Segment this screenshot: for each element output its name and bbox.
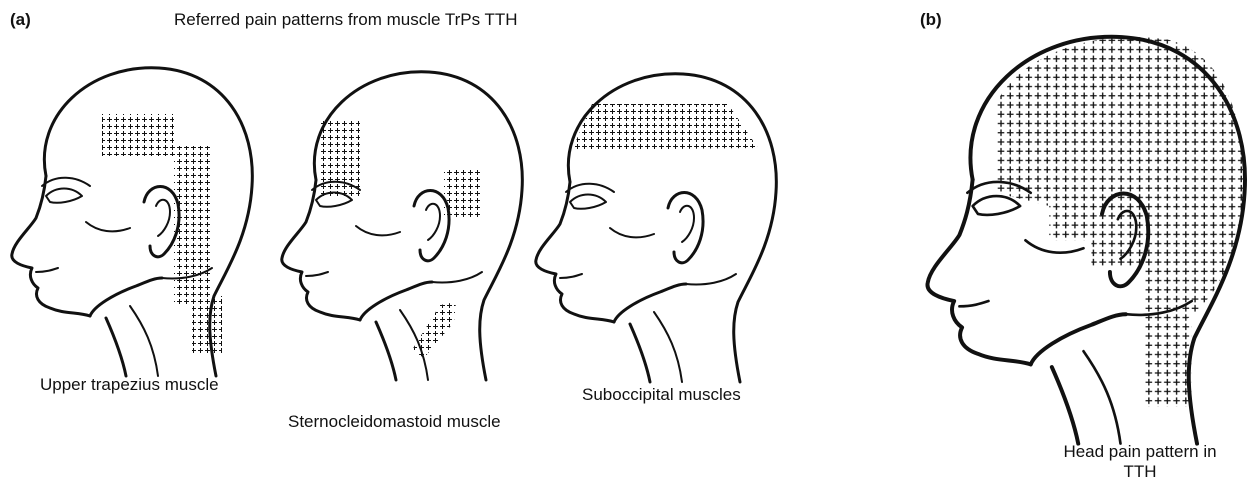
- pain-area-neck-back: [1144, 320, 1192, 407]
- upper-trapezius-head-icon: [12, 68, 253, 376]
- pain-area-band: [572, 104, 758, 150]
- pain-area-forehead: [320, 120, 360, 198]
- pain-area-occiput: [444, 170, 482, 218]
- sternocleidomastoid-head-icon: [282, 72, 523, 380]
- pain-area-head-cap: [996, 37, 1243, 319]
- tth-head-icon: [927, 37, 1245, 444]
- suboccipital-head-icon: [536, 74, 777, 382]
- pain-area-neck: [192, 296, 222, 354]
- pain-area-throat: [412, 302, 456, 358]
- pain-area-behind-ear: [174, 146, 212, 306]
- pain-area-temple: [102, 114, 174, 156]
